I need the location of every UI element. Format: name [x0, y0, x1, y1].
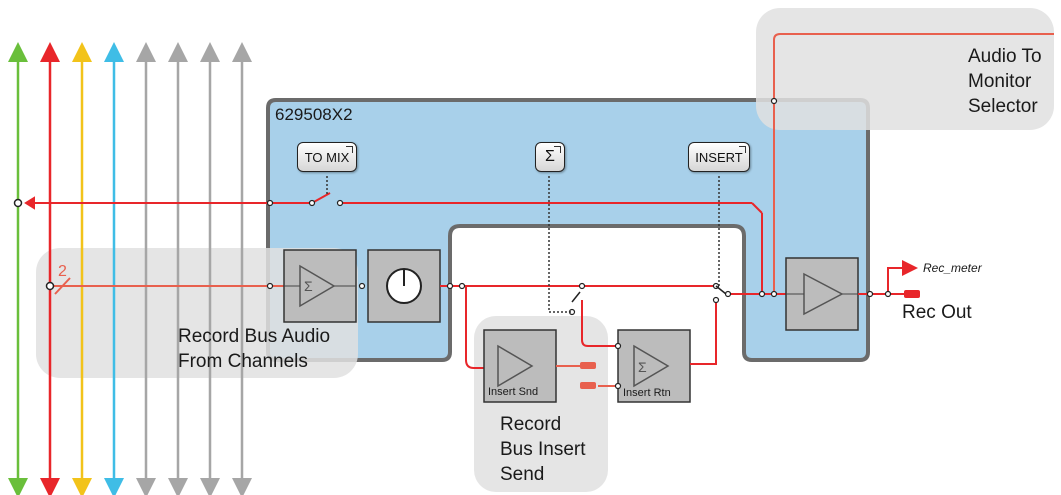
to-mix-dot — [13, 198, 23, 208]
bus-lines — [8, 42, 252, 495]
insert-send-callout: Record Bus Insert Send — [500, 414, 586, 485]
insert-button[interactable]: INSERT — [688, 142, 750, 172]
monitor-selector-callout: Audio To Monitor Selector — [968, 46, 1042, 117]
record-bus-line — [50, 277, 284, 295]
insert-return-block — [617, 329, 691, 403]
insert-snd-label: Insert Snd — [488, 386, 539, 398]
insert-switch — [715, 285, 727, 295]
rec-out-jack[interactable] — [904, 290, 920, 298]
svg-text:Σ: Σ — [304, 278, 313, 294]
svg-text:Σ: Σ — [638, 359, 647, 375]
sum-switch — [571, 291, 581, 303]
monitor-feed-line — [773, 33, 1054, 294]
record-bus-callout: Record Bus Audio From Channels — [178, 326, 331, 372]
gain-knob-block — [367, 249, 441, 323]
bus-count-label: 2 — [58, 263, 67, 280]
to-mix-button[interactable]: TO MIX — [297, 142, 357, 172]
output-lines — [858, 260, 918, 295]
sum-button[interactable]: Σ — [535, 142, 565, 172]
sum-control-line — [548, 176, 572, 313]
insert-send-jack[interactable] — [580, 362, 596, 369]
to-mix-path — [24, 192, 763, 294]
rec-meter-label: Rec_meter — [923, 261, 982, 275]
insert-rtn-label: Insert Rtn — [623, 387, 671, 399]
insert-return-jack[interactable] — [580, 382, 596, 389]
callout-monitor-bg — [756, 8, 1054, 130]
insert-send-block — [483, 329, 557, 403]
module-title: 629508X2 — [275, 105, 353, 124]
rec-out-label: Rec Out — [902, 302, 972, 323]
